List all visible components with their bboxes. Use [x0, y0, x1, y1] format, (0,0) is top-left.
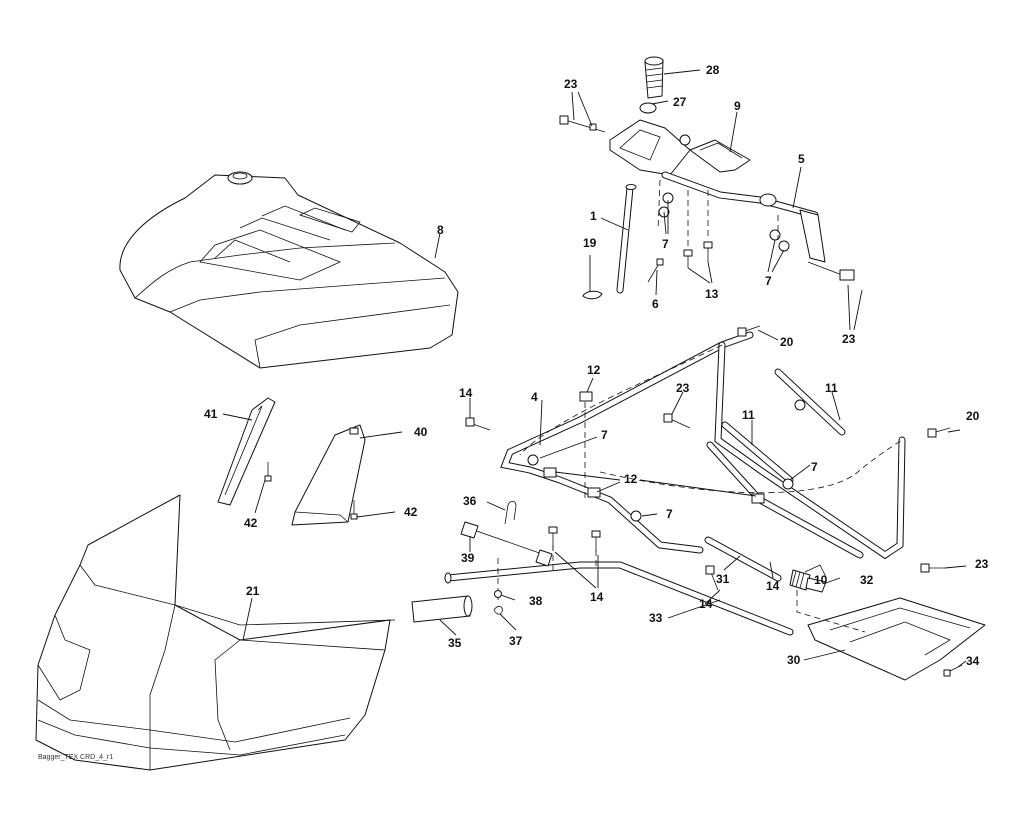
callout-13: 13 — [705, 287, 719, 301]
callout-41: 41 — [204, 407, 218, 421]
callout-8: 8 — [437, 223, 444, 237]
lower-dashed-guides — [552, 402, 597, 570]
part-30-deflector — [796, 590, 986, 681]
handle-bracket — [609, 119, 691, 176]
part-19-clip — [582, 290, 603, 300]
part-13-bolts — [683, 241, 713, 268]
callout-12: 12 — [624, 472, 638, 486]
callout-11: 11 — [742, 408, 755, 422]
callout-5: 5 — [798, 152, 805, 166]
callout-4: 4 — [531, 390, 538, 404]
callout-7: 7 — [662, 237, 669, 251]
callout-33: 33 — [649, 611, 663, 625]
callout-leaders — [222, 69, 967, 668]
callout-23: 23 — [842, 332, 856, 346]
part-9-lever-plate — [689, 139, 751, 173]
part-14-bolts — [465, 417, 601, 552]
callout-12: 12 — [587, 363, 601, 377]
callout-36: 36 — [463, 494, 477, 508]
part-5-handle-bar — [661, 171, 826, 263]
part-1-handle-tube — [616, 184, 637, 294]
part-41-side-strip — [217, 397, 276, 506]
part-8-top-cover — [119, 171, 459, 369]
part-28-grip — [644, 56, 664, 99]
callout-14: 14 — [590, 590, 604, 604]
part-40-side-panel — [291, 424, 366, 526]
part-34-screw — [943, 664, 963, 677]
part-42-screws — [264, 462, 358, 520]
callout-40: 40 — [414, 425, 428, 439]
part-35-grip-sleeve — [411, 595, 473, 623]
callout-7: 7 — [601, 428, 608, 442]
callout-7: 7 — [765, 274, 772, 288]
callout-14: 14 — [766, 579, 780, 593]
part-37-38-clips — [493, 558, 503, 615]
callout-14: 14 — [459, 386, 473, 400]
callout-39: 39 — [461, 551, 475, 565]
callout-31: 31 — [716, 572, 730, 586]
part-4-main-frame — [500, 331, 906, 560]
callout-6: 6 — [652, 297, 659, 311]
callout-27: 27 — [673, 95, 687, 109]
callout-37: 37 — [509, 634, 523, 648]
callout-42: 42 — [244, 516, 258, 530]
part-33-lower-rod — [444, 561, 794, 636]
callout-20: 20 — [780, 335, 794, 349]
callout-10: 10 — [814, 573, 828, 587]
callout-19: 19 — [583, 236, 597, 250]
part-21-bagger-body — [35, 494, 396, 771]
callout-23: 23 — [676, 381, 690, 395]
callout-20: 20 — [966, 409, 980, 423]
callout-21: 21 — [246, 584, 260, 598]
callout-34: 34 — [966, 654, 980, 668]
callout-7: 7 — [811, 460, 818, 474]
part-31-pivot — [704, 536, 782, 582]
callout-7: 7 — [666, 507, 673, 521]
part-20-bolts — [737, 325, 951, 438]
callout-30: 30 — [787, 653, 801, 667]
part-23-bolts-upper — [559, 115, 855, 281]
part-36-hook — [504, 500, 517, 525]
callout-numbers: 23 28 27 9 5 1 19 7 6 13 7 23 8 20 12 14… — [204, 63, 989, 668]
callout-11: 11 — [825, 381, 838, 395]
callout-14: 14 — [699, 597, 713, 611]
part-27-cap — [639, 102, 657, 114]
part-12-nuts — [543, 391, 765, 504]
callout-9: 9 — [734, 99, 741, 113]
upper-dashed-guides — [657, 179, 779, 248]
part-39-cable — [460, 521, 553, 567]
part-11-rods — [721, 368, 846, 484]
drawing-id-label: Bagger_TEX CRD_4_r1 — [38, 754, 114, 761]
part-6-pin — [647, 258, 664, 283]
callout-23: 23 — [975, 557, 989, 571]
part-7-nuts-frame — [527, 399, 806, 522]
part-10-spring — [789, 564, 827, 593]
callout-35: 35 — [448, 636, 462, 650]
callout-42: 42 — [404, 505, 418, 519]
callout-32: 32 — [860, 573, 874, 587]
callout-38: 38 — [529, 594, 543, 608]
callout-23: 23 — [564, 77, 578, 91]
part-23-bolts-frame — [663, 413, 945, 591]
callout-1: 1 — [590, 209, 597, 223]
callout-28: 28 — [706, 63, 720, 77]
